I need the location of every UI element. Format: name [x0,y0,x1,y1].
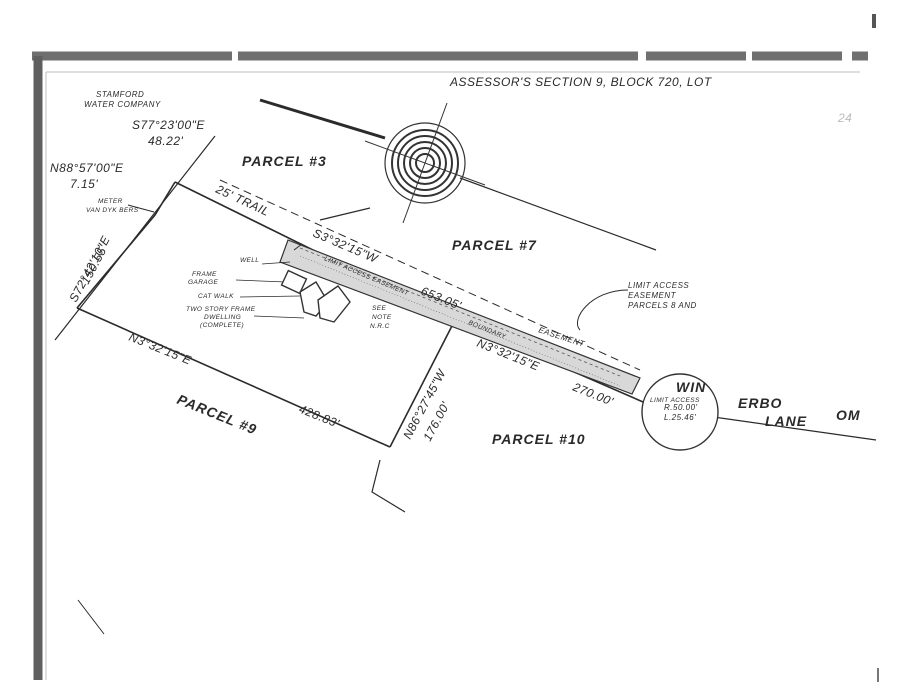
distance-715: 7.15' [70,177,98,191]
see-note-3: N.R.C [370,323,390,330]
curve-length: L.25.46' [664,413,696,422]
limit-access-right-3: PARCELS 8 AND [628,301,697,310]
road-name-part-1: WIN [676,379,706,395]
corner-mark [872,14,876,28]
bearing-n3-left: N3°32'15"E [127,330,194,368]
note-leader [577,289,629,331]
two-story-2: DWELLING [204,314,241,321]
curve-radius: R.50.00' [664,403,698,412]
edge-mark [877,668,879,682]
road-name-part-2: ERBO [738,395,782,411]
stamford-label-2: WATER COMPANY [84,100,161,109]
margin-mark: 24 [837,111,852,125]
stamford-label-1: STAMFORD [96,90,144,99]
bearing-n88: N88°57'00"E [50,161,124,175]
parcel-boundaries [54,98,877,635]
distance-42883: 428.83' [297,402,342,431]
meter-label-1: METER [98,198,123,205]
see-note-2: NOTE [372,314,392,321]
frame-garage-1: FRAME [192,271,217,278]
parcel-10-label: PARCEL #10 [492,431,586,447]
easement-strip [279,239,641,395]
parcel-3-label: PARCEL #3 [242,153,327,169]
map-border [32,51,868,680]
bearing-s77: S77°23'00"E [132,118,205,132]
limit-access-right-1: LIMIT ACCESS [628,281,689,290]
limit-access-right-2: EASEMENT [628,291,677,300]
assessor-label: ASSESSOR'S SECTION 9, BLOCK 720, LOT [449,75,713,89]
well-label: WELL [240,257,259,264]
curve-note: LIMIT ACCESS [650,397,700,404]
meter-label-2: VAN DYK BERS [86,207,139,214]
meter-leader [127,204,155,213]
building-footprints [235,243,351,323]
see-note-1: SEE [372,305,386,312]
catwalk-label: CAT WALK [198,293,234,300]
two-story-1: TWO STORY FRAME [186,306,256,313]
road-name-part-4: OM [836,407,861,423]
parcel-7-label: PARCEL #7 [452,237,537,253]
cul-de-sac [641,373,719,451]
distance-48: 48.22' [148,134,184,148]
parcel-9-label: PARCEL #9 [175,391,260,438]
two-story-3: (COMPLETE) [200,322,244,329]
road-name-part-3: LANE [765,413,807,429]
target-symbol [364,102,486,224]
trail-label: 25' TRAIL [213,182,272,219]
frame-garage-2: GARAGE [188,279,218,286]
